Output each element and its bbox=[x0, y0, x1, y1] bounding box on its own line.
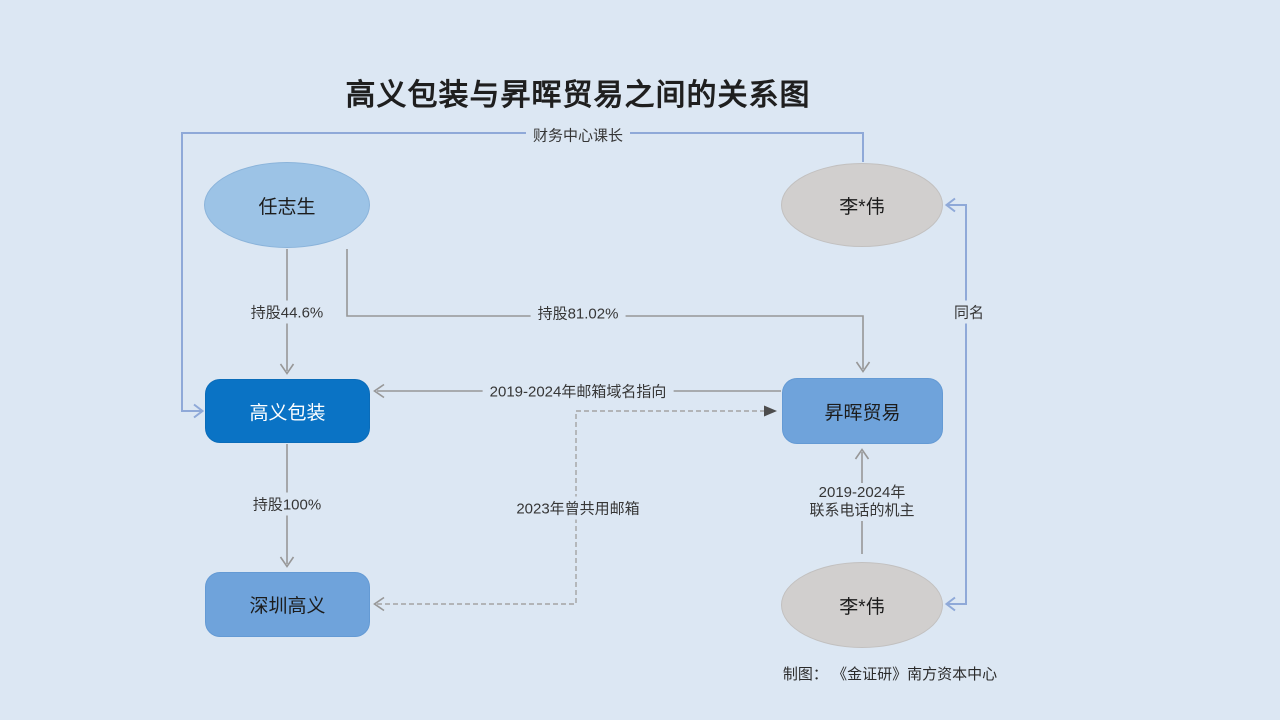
node-li-wei-top: 李*伟 bbox=[781, 163, 943, 247]
node-gaoyi-packaging-label: 高义包装 bbox=[249, 402, 326, 424]
finance-chief-connector bbox=[181, 132, 864, 419]
edge-label-phone-owner-line1: 2019-2024年 bbox=[818, 484, 906, 501]
edge-label-phone-owner: 2019-2024年 联系电话的机主 bbox=[804, 483, 920, 521]
node-li-wei-bottom-label: 李*伟 bbox=[839, 596, 885, 618]
node-shenzhen-gaoyi-label: 深圳高义 bbox=[249, 596, 326, 617]
credit-text: 制图： 《金证研》南方资本中心 bbox=[782, 666, 998, 683]
node-li-wei-bottom: 李*伟 bbox=[781, 562, 943, 648]
edge-label-hold-44: 持股44.6% bbox=[243, 300, 331, 324]
node-shenghui-trading-label: 昇晖贸易 bbox=[824, 402, 901, 424]
node-li-wei-top-label: 李*伟 bbox=[839, 196, 885, 218]
edge-label-hold-81: 持股81.02% bbox=[530, 301, 626, 325]
node-shenghui-trading: 昇晖贸易 bbox=[782, 378, 943, 444]
node-ren-zhisheng-label: 任志生 bbox=[258, 196, 316, 218]
edge-label-shared-email: 2023年曾共用邮箱 bbox=[509, 496, 647, 520]
node-shenzhen-gaoyi: 深圳高义 bbox=[205, 572, 370, 637]
edge-label-same-name: 同名 bbox=[946, 300, 992, 324]
edge-label-hold-100: 持股100% bbox=[245, 492, 329, 516]
page-title: 高义包装与昇晖贸易之间的关系图 bbox=[345, 79, 811, 112]
same-name-connector bbox=[944, 197, 967, 612]
edge-label-finance-chief: 财务中心课长 bbox=[525, 123, 631, 147]
node-ren-zhisheng: 任志生 bbox=[204, 162, 370, 248]
edge-label-phone-owner-line2: 联系电话的机主 bbox=[809, 502, 915, 519]
node-gaoyi-packaging: 高义包装 bbox=[205, 379, 370, 443]
shared-email-connector bbox=[373, 405, 777, 612]
edge-label-email-domain: 2019-2024年邮箱域名指向 bbox=[482, 379, 674, 403]
